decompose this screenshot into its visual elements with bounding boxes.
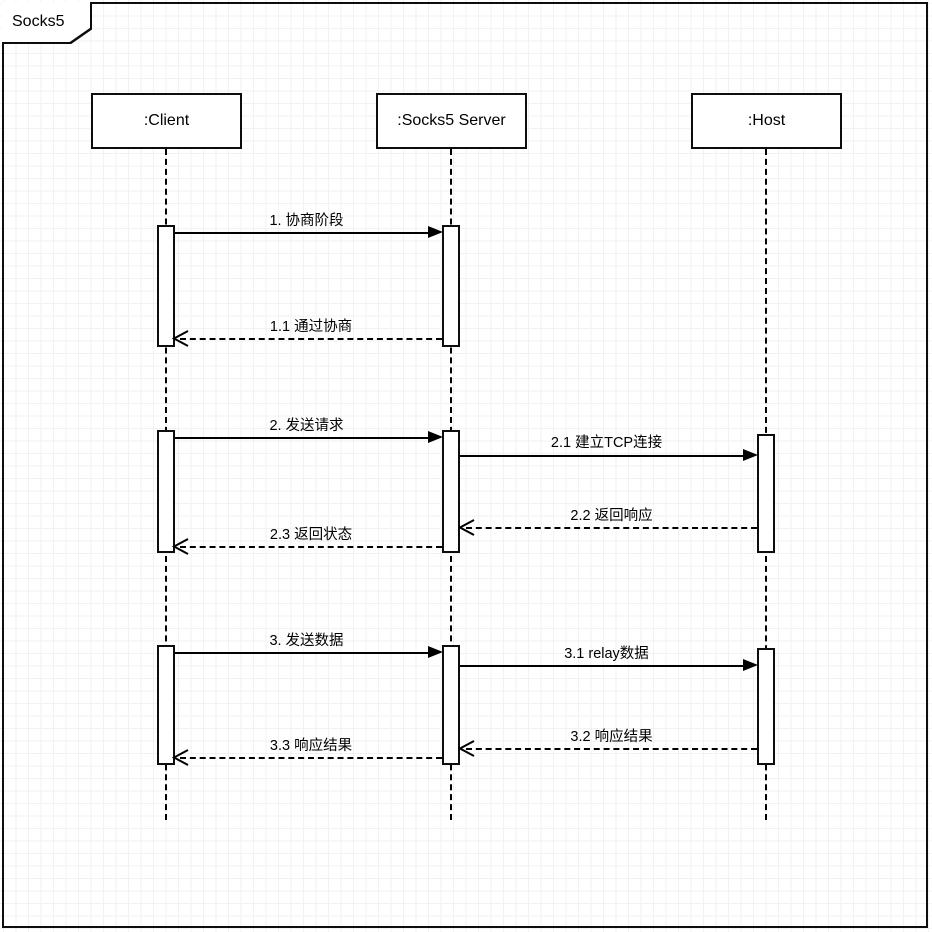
message-line-1[interactable]	[175, 232, 438, 234]
lifeline-header-client[interactable]: :Client	[91, 93, 242, 149]
activation-bar-server-3[interactable]	[442, 645, 460, 765]
activation-bar-client-3[interactable]	[157, 645, 175, 765]
lifeline-label-server: :Socks5 Server	[397, 112, 506, 129]
message-label-2: 2. 发送请求	[269, 418, 344, 434]
activation-bar-host-2[interactable]	[757, 434, 775, 553]
message-line-2-1[interactable]	[460, 455, 753, 457]
message-line-3[interactable]	[175, 652, 438, 654]
activation-bar-host-3[interactable]	[757, 648, 775, 765]
message-line-3-1[interactable]	[460, 665, 753, 667]
arrowhead-filled-icon-1	[428, 226, 443, 238]
message-line-2[interactable]	[175, 437, 438, 439]
message-line-3-2[interactable]	[466, 748, 757, 750]
arrowhead-open-icon-2-2	[457, 519, 475, 536]
arrowhead-filled-icon-3-1	[743, 659, 758, 671]
message-line-2-2[interactable]	[466, 527, 757, 529]
arrowhead-open-icon-1-1	[171, 330, 189, 347]
frame-label-text: Socks5	[12, 13, 65, 30]
activation-bar-server-1[interactable]	[442, 225, 460, 347]
arrowhead-open-icon-3-2	[457, 740, 475, 757]
message-label-2-3: 2.3 返回状态	[269, 527, 353, 543]
arrowhead-filled-icon-2	[428, 431, 443, 443]
arrowhead-filled-icon-3	[428, 646, 443, 658]
message-label-2-1: 2.1 建立TCP连接	[550, 435, 663, 451]
message-label-2-2: 2.2 返回响应	[570, 508, 653, 524]
message-label-1: 1. 协商阶段	[269, 213, 344, 229]
arrowhead-open-icon-3-3	[171, 749, 189, 766]
message-label-1-1: 1.1 通过协商	[269, 319, 353, 335]
message-line-1-1[interactable]	[180, 338, 442, 340]
activation-bar-server-2[interactable]	[442, 430, 460, 553]
activation-bar-client-2[interactable]	[157, 430, 175, 553]
frame-label-tag: Socks5	[2, 2, 92, 44]
lifeline-header-host[interactable]: :Host	[691, 93, 842, 149]
lifeline-label-client: :Client	[143, 112, 190, 129]
message-line-2-3[interactable]	[180, 546, 442, 548]
message-label-3-1: 3.1 relay数据	[564, 646, 649, 662]
message-label-3-3: 3.3 响应结果	[269, 738, 353, 754]
message-label-3: 3. 发送数据	[269, 633, 344, 649]
message-line-3-3[interactable]	[180, 757, 442, 759]
message-label-3-2: 3.2 响应结果	[570, 729, 653, 745]
arrowhead-open-icon-2-3	[171, 538, 189, 555]
lifeline-header-server[interactable]: :Socks5 Server	[376, 93, 527, 149]
lifeline-label-host: :Host	[747, 112, 786, 129]
arrowhead-filled-icon-2-1	[743, 449, 758, 461]
activation-bar-client-1[interactable]	[157, 225, 175, 347]
